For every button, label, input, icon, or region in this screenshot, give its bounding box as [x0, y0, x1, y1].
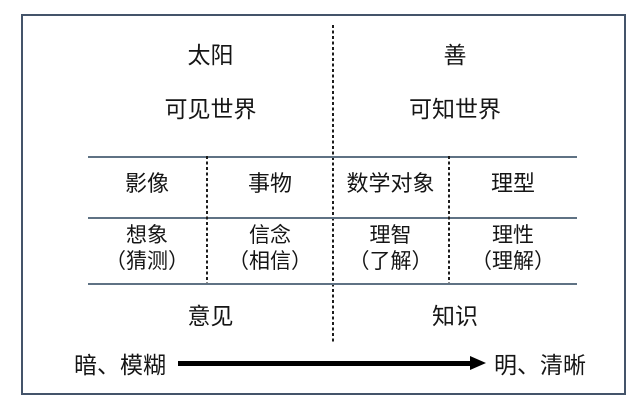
right-column-divider-dashed	[448, 156, 450, 283]
belief-gloss: （相信）	[228, 250, 312, 273]
table-line-middle	[88, 217, 577, 219]
imagination-term: 想象	[126, 224, 168, 247]
axis-end-label: 明、清晰	[494, 352, 586, 378]
reason-term: 理性	[492, 224, 534, 247]
understanding-gloss: （了解）	[348, 250, 433, 273]
clarity-arrow-shaft	[178, 361, 471, 366]
table-line-top	[88, 156, 577, 158]
left-column-divider-dashed	[206, 156, 208, 283]
cell-belief: 信念 （相信）	[207, 223, 333, 275]
understanding-term: 理智	[369, 224, 412, 247]
clarity-arrow-head-icon	[470, 356, 486, 370]
center-divider-dashed	[332, 25, 334, 342]
knowledge-label: 知识	[432, 303, 478, 329]
cell-things: 事物	[247, 171, 292, 196]
cell-understanding: 理智 （了解）	[333, 223, 448, 275]
outer-border	[21, 14, 626, 395]
belief-term: 信念	[249, 224, 291, 247]
intelligible-world-label: 可知世界	[409, 96, 501, 122]
imagination-gloss: （猜测）	[105, 250, 189, 273]
reason-gloss: （理解）	[471, 250, 555, 273]
sun-label: 太阳	[187, 42, 234, 68]
cell-forms: 理型	[490, 171, 535, 196]
cell-math-objects: 数学对象	[346, 171, 435, 196]
opinion-label: 意见	[187, 303, 234, 329]
good-label: 善	[443, 42, 467, 68]
cell-reason: 理性 （理解）	[449, 223, 577, 275]
cell-imagination: 想象 （猜测）	[88, 223, 206, 275]
table-line-bottom	[88, 283, 577, 285]
cell-images: 影像	[124, 171, 169, 196]
visible-world-label: 可见世界	[164, 96, 257, 122]
axis-start-label: 暗、模糊	[74, 352, 166, 378]
